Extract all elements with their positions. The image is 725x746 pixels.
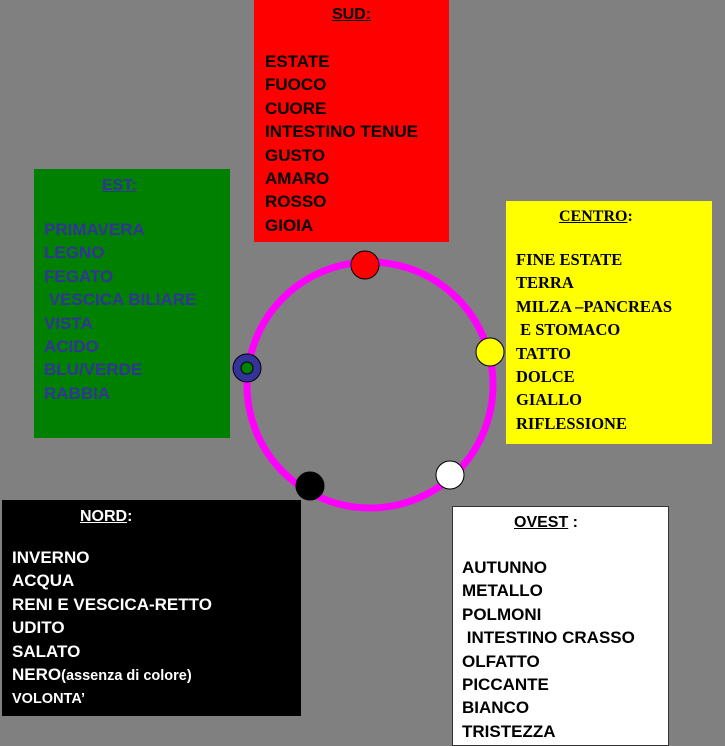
sud-panel: SUD: ESTATE FUOCO CUORE INTESTINO TENUE … [254,0,449,242]
earth-node [475,337,505,367]
sud-item: ESTATE [265,52,330,71]
est-title: EST: [102,177,137,194]
ovest-title-text: OVEST [514,514,569,531]
ovest-item: INTESTINO CRASSO [462,628,635,648]
nord-item: UDITO [12,618,65,638]
est-item: VESCICA BILIARE [44,290,197,310]
est-panel: EST: PRIMAVERA LEGNO FEGATO VESCICA BILI… [34,169,230,438]
ovest-item: TRISTEZZA [462,721,556,741]
nord-item: VOLONTA’ [12,691,86,708]
sud-item: CUORE [265,98,327,118]
est-item: BLU/VERDE [44,360,143,380]
centro-item: DOLCE [516,367,575,387]
est-item: LEGNO [44,243,105,263]
sud-item: GUSTO [265,145,326,165]
est-item: ACIDO [44,337,99,357]
centro-item: MILZA –PANCREAS [516,296,673,316]
centro-item: GIALLO [516,390,583,410]
nord-item-nero: NERO(assenza di colore) [12,663,301,688]
ovest-item: BIANCO [462,698,530,718]
sud-item: ROSSO [265,192,327,212]
centro-panel: CENTRO: FINE ESTATE TERRA MILZA –PANCREA… [506,201,712,444]
nord-title: NORD: [80,508,301,526]
est-item: PRIMAVERA [44,220,145,239]
sud-title: SUD: [331,6,372,23]
sud-item: GIOIA [265,215,314,235]
nord-panel: NORD: INVERNO ACQUA RENI E VESCICA-RETTO… [2,500,301,716]
ovest-title: OVEST : [514,514,668,532]
ovest-item: POLMONI [462,604,542,624]
centro-title-colon: : [627,208,633,225]
fire-node [350,250,380,280]
est-item: FEGATO [44,266,114,286]
water-node [295,471,325,501]
ovest-item: PICCANTE [462,675,549,695]
nord-title-colon: : [127,508,133,525]
nord-nero: NERO [12,665,62,685]
nord-item: ACQUA [12,571,75,591]
nord-item: RENI E VESCICA-RETTO [12,594,212,614]
ovest-item: AUTUNNO [462,558,547,577]
sud-item: AMARO [265,169,330,189]
sud-item: INTESTINO TENUE [265,122,419,142]
sud-item: FUOCO [265,75,327,95]
nord-nero-note: (assenza di colore) [61,668,192,685]
centro-item: RIFLESSIONE [516,413,627,433]
centro-item: TATTO [516,343,572,363]
metal-node [435,460,465,490]
nord-item: SALATO [12,641,81,661]
ovest-panel: OVEST : AUTUNNO METALLO POLMONI INTESTIN… [452,506,669,746]
centro-title: CENTRO: [559,208,712,226]
centro-title-text: CENTRO [559,208,628,225]
centro-item: TERRA [516,273,574,293]
nord-title-text: NORD [80,508,128,525]
est-item: VISTA [44,313,93,333]
centro-item: E STOMACO [516,320,621,340]
ovest-item: OLFATTO [462,651,540,671]
est-item: RABBIA [44,383,111,403]
ovest-title-colon: : [568,514,579,531]
ovest-item: METALLO [462,581,543,601]
wood-node-inner [240,361,254,375]
nord-item: INVERNO [12,548,90,567]
centro-item: FINE ESTATE [516,250,623,269]
